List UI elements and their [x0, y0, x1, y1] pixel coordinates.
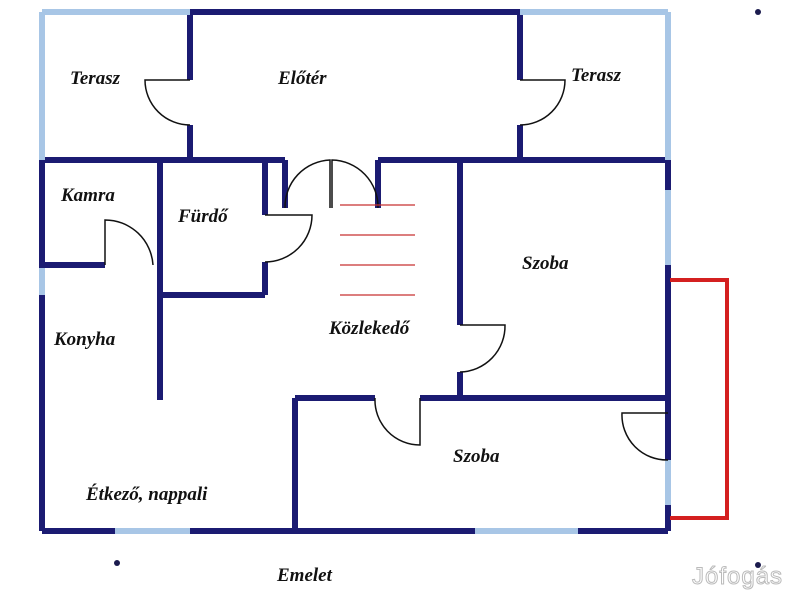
room-label-terasz-left: Terasz — [70, 68, 120, 89]
room-label-szoba-top: Szoba — [522, 253, 569, 274]
floor-label: Emelet — [277, 565, 332, 586]
room-label-kozlekedo: Közlekedő — [329, 318, 410, 339]
balcony — [670, 278, 729, 520]
logo: Jófogás — [691, 563, 784, 591]
room-label-konyha: Konyha — [54, 329, 116, 350]
room-label-furdo: Fürdő — [178, 206, 228, 227]
room-label-szoba-bottom: Szoba — [453, 446, 500, 467]
room-label-terasz-right: Terasz — [571, 65, 621, 86]
windows — [39, 9, 671, 534]
room-label-etkezo: Étkező, nappali — [86, 484, 208, 505]
room-label-eloter: Előtér — [278, 68, 327, 89]
dot-marker — [755, 562, 761, 568]
walls — [39, 9, 671, 534]
dot-marker — [755, 9, 761, 15]
door-arcs — [104, 79, 669, 461]
room-label-kamra: Kamra — [61, 185, 115, 206]
stairs — [340, 204, 415, 296]
dot-marker — [114, 560, 120, 566]
